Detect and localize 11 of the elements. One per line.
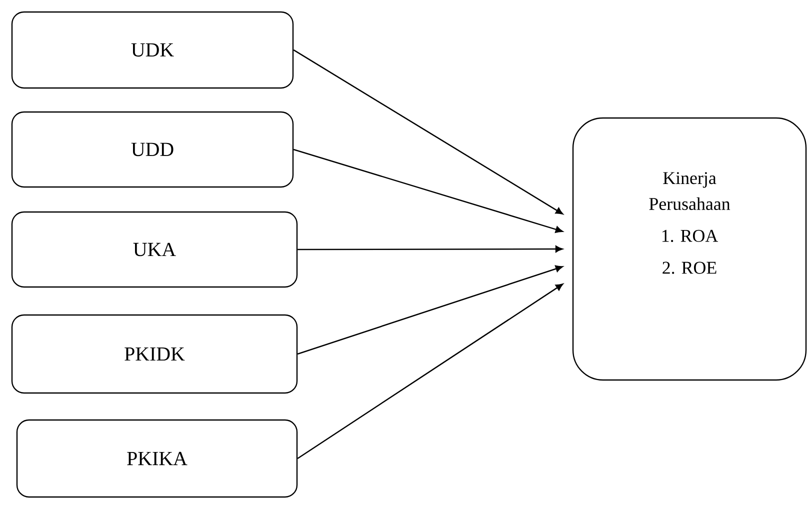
arrow bbox=[293, 49, 564, 214]
process-box: UDK bbox=[11, 11, 294, 89]
result-box: Kinerja Perusahaan 1. ROA 2. ROE bbox=[572, 117, 807, 381]
process-box: PKIDK bbox=[11, 314, 298, 394]
arrow bbox=[297, 284, 564, 460]
arrow bbox=[298, 246, 563, 252]
process-box: PKIKA bbox=[16, 419, 298, 498]
arrow bbox=[293, 148, 563, 233]
process-box: UDD bbox=[11, 111, 294, 188]
arrow bbox=[297, 265, 563, 355]
process-box: UKA bbox=[11, 211, 298, 288]
